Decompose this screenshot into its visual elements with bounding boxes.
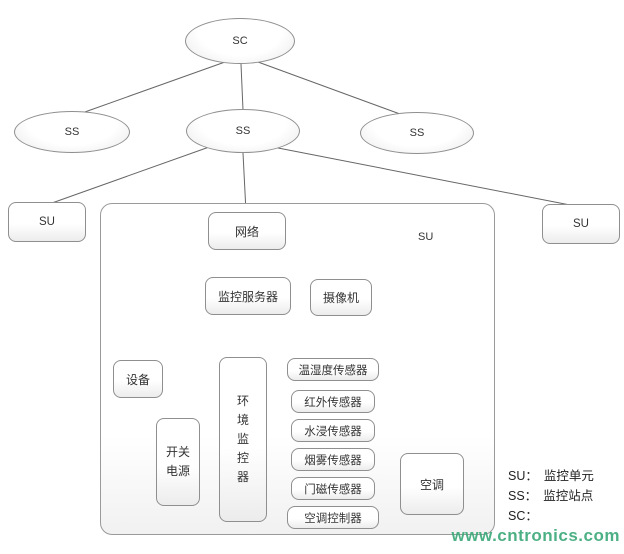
node-network-label: 网络 xyxy=(234,224,259,239)
node-network: 网络 xyxy=(208,212,286,250)
node-device-label: 设备 xyxy=(125,372,150,387)
node-sensor-infrared: 红外传感器 xyxy=(291,390,375,413)
node-env-monitor-label: 环境监控器 xyxy=(236,393,249,485)
node-monitor-server-label: 监控服务器 xyxy=(217,289,278,304)
node-ac-controller-label: 空调控制器 xyxy=(304,512,362,525)
node-sensor-smoke-label: 烟雾传感器 xyxy=(304,454,362,467)
node-device: 设备 xyxy=(113,360,163,398)
node-sensor-door-label: 门磁传感器 xyxy=(304,483,362,496)
node-sensor-smoke: 烟雾传感器 xyxy=(291,448,375,471)
node-monitor-server: 监控服务器 xyxy=(205,277,291,315)
legend-row-ss: SS： 监控站点 xyxy=(508,486,594,506)
node-air-conditioner: 空调 xyxy=(400,453,464,515)
node-ss-center: SS xyxy=(186,109,300,153)
node-su-right-label: SU xyxy=(573,218,589,230)
node-env-monitor: 环境监控器 xyxy=(219,357,267,522)
node-sensor-water: 水浸传感器 xyxy=(291,419,375,442)
node-sc: SC xyxy=(185,18,295,64)
legend-ss-abbr: SS： xyxy=(508,489,538,503)
node-ss-left-label: SS xyxy=(64,126,80,138)
node-ss-right: SS xyxy=(360,112,474,154)
node-camera: 摄像机 xyxy=(310,279,372,316)
legend-row-su: SU： 监控单元 xyxy=(508,466,594,486)
node-sc-label: SC xyxy=(232,35,248,47)
legend-su-abbr: SU： xyxy=(508,469,538,483)
legend-su-label: 监控单元 xyxy=(543,469,594,483)
node-ss-right-label: SS xyxy=(409,127,425,139)
node-camera-label: 摄像机 xyxy=(322,291,359,305)
node-air-conditioner-label: 空调 xyxy=(419,477,444,492)
legend-sc-abbr: SC： xyxy=(508,509,538,523)
node-ss-left: SS xyxy=(14,111,130,153)
node-sensor-temp-humidity: 温湿度传感器 xyxy=(287,358,379,381)
node-ss-center-label: SS xyxy=(235,125,251,137)
node-switch-power-label: 开关电源 xyxy=(166,444,191,478)
node-ac-controller: 空调控制器 xyxy=(287,506,379,529)
node-su-right: SU xyxy=(542,204,620,244)
node-su-left-label: SU xyxy=(39,216,55,228)
node-su-left: SU xyxy=(8,202,86,242)
node-sensor-door: 门磁传感器 xyxy=(291,477,375,500)
su-container-label: SU xyxy=(418,231,434,243)
node-sensor-infrared-label: 红外传感器 xyxy=(304,396,362,409)
node-sensor-water-label: 水浸传感器 xyxy=(304,425,362,438)
watermark: www.cntronics.com xyxy=(451,526,620,545)
legend-row-sc: SC： xyxy=(508,506,594,526)
node-switch-power: 开关电源 xyxy=(156,418,200,506)
node-sensor-temp-humidity-label: 温湿度传感器 xyxy=(298,364,368,377)
legend-ss-label: 监控站点 xyxy=(543,489,594,503)
legend: SU： 监控单元 SS： 监控站点 SC： xyxy=(508,466,594,526)
